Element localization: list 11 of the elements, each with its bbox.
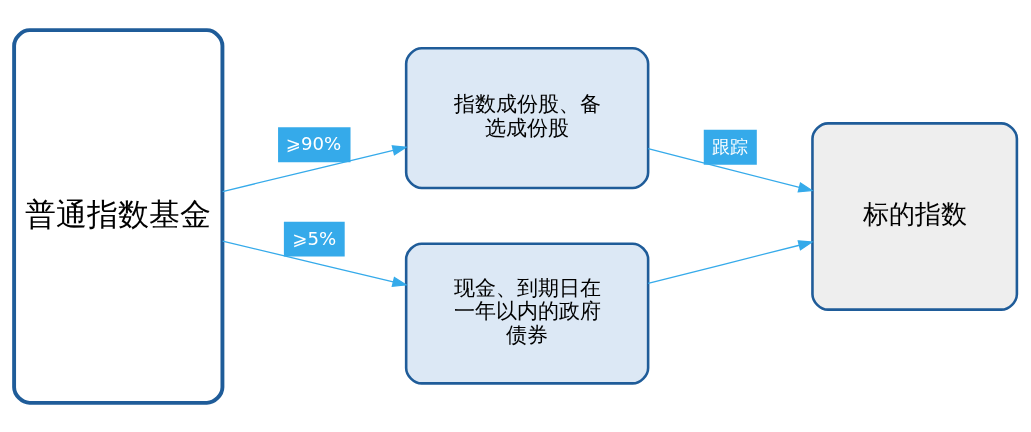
arrow — [647, 239, 814, 284]
edge-label: ⩾90% — [285, 132, 342, 154]
edge-label: ⩾5% — [292, 227, 337, 249]
node-box: 指数成份股、备选成份股 — [404, 46, 650, 189]
arrow — [221, 239, 408, 287]
node-box: 现金、到期日在一年以内的政府债券 — [404, 241, 650, 385]
node-box: 普通指数基金 — [12, 27, 225, 405]
arrow — [221, 144, 408, 192]
edge-label: 跟踪 — [712, 135, 749, 157]
arrow — [647, 147, 814, 192]
node-box: 标的指数 — [811, 121, 1019, 311]
